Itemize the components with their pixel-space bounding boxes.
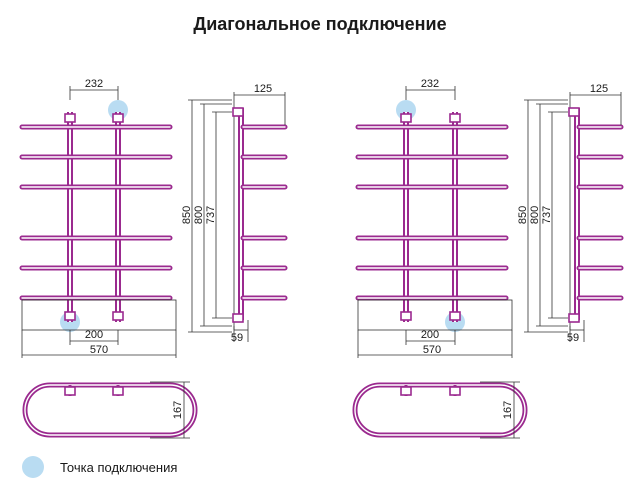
dimension-inlet-spacing <box>405 86 456 100</box>
fitting <box>112 113 124 123</box>
dimension-depth <box>233 92 286 125</box>
dimension-label: 737 <box>205 206 217 224</box>
side-view-right: 850 800 737 125 59 <box>517 83 621 344</box>
front-view-left: 232 200 570 <box>21 78 177 358</box>
dimension-label: 232 <box>85 78 103 90</box>
fitting <box>449 311 461 321</box>
dimension-label: 232 <box>421 78 439 90</box>
dimension-plan-depth <box>150 381 190 439</box>
dimension-label: 850 <box>181 206 193 224</box>
fitting <box>400 311 412 321</box>
legend-connection-point-icon <box>22 456 44 478</box>
dimension-bottom <box>357 330 513 358</box>
dimension-label: 167 <box>172 401 184 419</box>
dimension-label: 167 <box>502 401 514 419</box>
dimension-label: 800 <box>193 206 205 224</box>
fitting <box>232 107 244 117</box>
fitting <box>400 386 412 396</box>
dimension-label: 59 <box>231 332 243 344</box>
dimension-inlet-spacing <box>69 86 119 100</box>
dimension-offset <box>233 320 249 342</box>
dimension-label: 125 <box>590 83 608 95</box>
dimension-bottom <box>21 330 177 358</box>
fitting <box>64 386 76 396</box>
dimension-label: 125 <box>254 83 272 95</box>
fitting <box>568 107 580 117</box>
dimension-heights <box>188 99 232 333</box>
dimension-label: 200 <box>85 329 103 341</box>
fitting <box>449 386 461 396</box>
dimension-depth <box>569 92 622 125</box>
dimension-label: 850 <box>517 206 529 224</box>
fitting <box>112 311 124 321</box>
fitting <box>400 113 412 123</box>
dimension-label: 800 <box>529 206 541 224</box>
dimension-label: 570 <box>423 344 441 356</box>
dimension-heights <box>524 99 568 333</box>
dimension-label: 737 <box>541 206 553 224</box>
dimension-label: 200 <box>421 329 439 341</box>
base-outline <box>21 299 177 331</box>
fitting <box>64 113 76 123</box>
page-title: Диагональное подключение <box>193 14 447 34</box>
dimension-plan-depth <box>480 381 520 439</box>
dimension-label: 570 <box>90 344 108 356</box>
fitting <box>568 313 580 323</box>
side-view-left: 850 800 737 125 59 <box>181 83 285 344</box>
fitting <box>449 113 461 123</box>
base-outline <box>357 299 513 331</box>
dimension-label: 59 <box>567 332 579 344</box>
plan-view-left: 167 <box>22 381 198 439</box>
fitting <box>112 386 124 396</box>
dimension-offset <box>569 320 585 342</box>
front-view-right: 232 200 570 <box>357 78 513 358</box>
fitting <box>64 311 76 321</box>
plan-view-right: 167 <box>352 381 528 439</box>
fitting <box>232 313 244 323</box>
legend-label: Точка подключения <box>60 460 178 475</box>
